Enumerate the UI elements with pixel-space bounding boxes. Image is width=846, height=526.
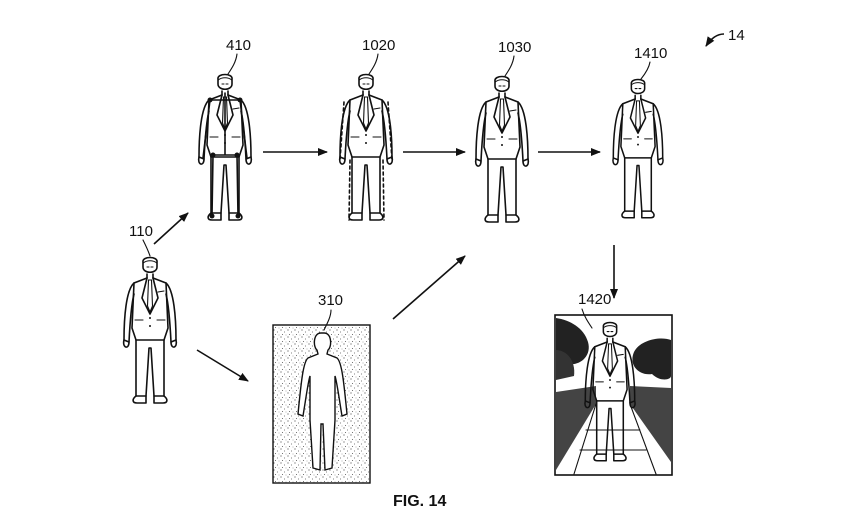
arrow-110-to-410: [153, 212, 189, 245]
label-310: 310: [318, 292, 343, 309]
label-410: 410: [226, 37, 251, 54]
arrow-110-to-310: [196, 349, 249, 382]
figure-reference: 14: [705, 27, 745, 47]
leader-310: [323, 309, 332, 331]
figure-caption: FIG. 14: [393, 493, 446, 510]
leader-110: [142, 239, 151, 257]
person-1030-figure: [474, 75, 530, 223]
person-1020-figure: [338, 73, 394, 221]
person-110-figure: [122, 256, 178, 404]
leader-1410: [640, 61, 651, 80]
node-1420: 1420: [554, 291, 673, 476]
label-1420: 1420: [578, 291, 611, 308]
leader-410: [227, 53, 238, 75]
node-310: 310: [272, 292, 371, 484]
leader-1020: [368, 53, 379, 75]
label-1020: 1020: [362, 37, 395, 54]
silhouette-shape: [297, 332, 348, 471]
label-1410: 1410: [634, 45, 667, 62]
figure-ref-leader: [705, 33, 725, 47]
figure-ref-label: 14: [728, 27, 745, 44]
leader-1030: [504, 55, 515, 77]
leader-1420: [581, 308, 593, 329]
label-1030: 1030: [498, 39, 531, 56]
edges: [153, 148, 618, 382]
scene-background: [556, 318, 671, 475]
label-110: 110: [129, 223, 153, 240]
node-1410: 1410: [612, 45, 667, 219]
skeleton-overlay: [202, 92, 248, 219]
node-1030: 1030: [474, 39, 531, 223]
node-410: 410: [197, 37, 253, 221]
node-1020: 1020: [338, 37, 395, 221]
node-110: 110: [122, 223, 178, 404]
person-1410-figure: [612, 78, 664, 219]
arrow-310-to-1030: [392, 255, 466, 320]
